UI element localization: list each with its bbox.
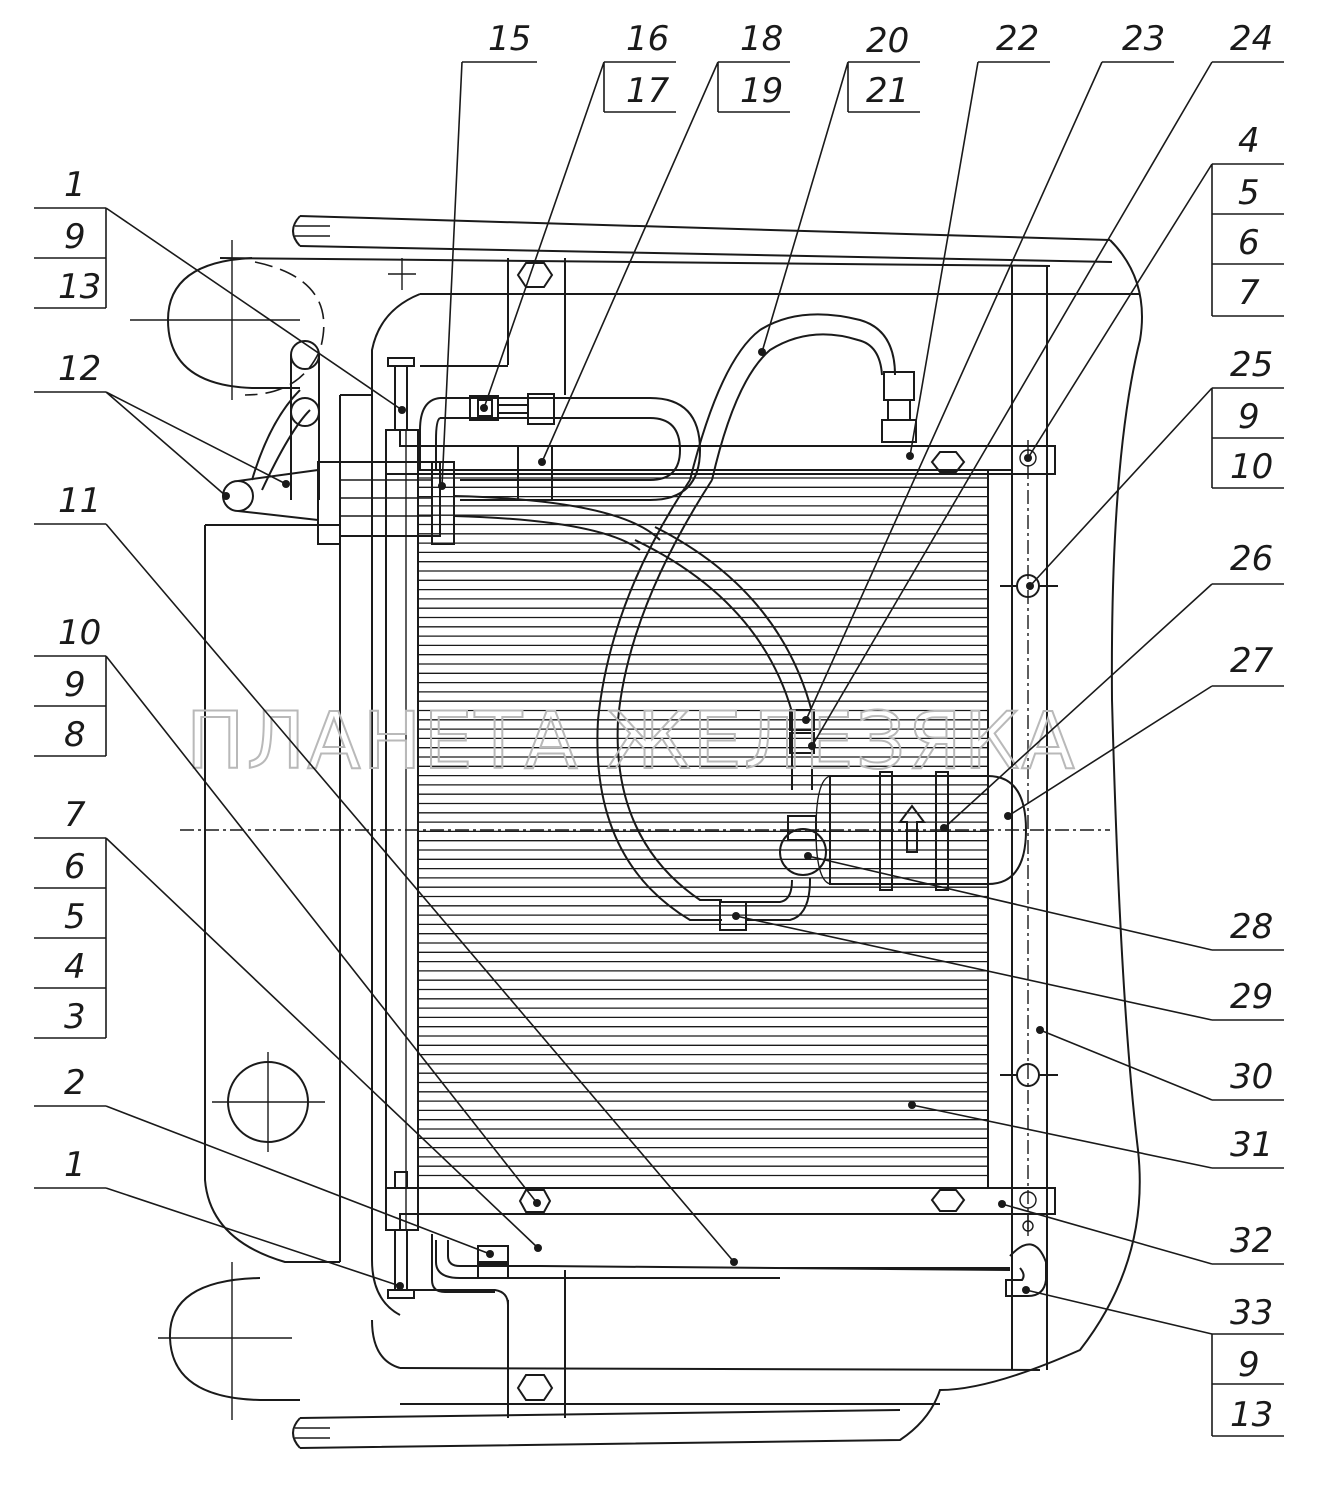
filter-drier-cylinder — [779, 771, 1028, 891]
callout-5-right: 5 — [1238, 173, 1260, 213]
bottom-bracket — [385, 449, 1056, 1231]
callout-7-right: 7 — [1238, 273, 1260, 313]
ac-hose — [596, 313, 917, 931]
callout-32: 32 — [1230, 1221, 1273, 1261]
callout-9-right-upper: 9 — [1238, 397, 1260, 437]
callout-30: 30 — [1230, 1057, 1273, 1097]
callout-25: 25 — [1230, 345, 1273, 385]
right-clamps — [1000, 574, 1058, 1087]
left-lower-hub — [158, 1262, 300, 1420]
callout-11: 11 — [58, 481, 101, 521]
callout-20: 20 — [866, 21, 909, 61]
callout-10-right: 10 — [1230, 447, 1273, 487]
callout-13-right: 13 — [1230, 1395, 1273, 1435]
callout-12: 12 — [58, 349, 101, 389]
callout-9-left-upper: 9 — [64, 217, 86, 257]
leader-dots — [222, 348, 1044, 1294]
callout-22: 22 — [996, 19, 1039, 59]
callout-16: 16 — [626, 19, 669, 59]
oil-cooler-coil — [419, 365, 702, 501]
callout-4-right: 4 — [1238, 121, 1260, 161]
callout-2: 2 — [64, 1063, 86, 1103]
callout-9-left-middle: 9 — [64, 665, 86, 705]
callout-21: 21 — [866, 71, 909, 111]
callout-8: 8 — [64, 715, 86, 755]
callout-9-right-lower: 9 — [1238, 1345, 1260, 1385]
callout-24: 24 — [1230, 19, 1273, 59]
bottom-pipes — [431, 1214, 1047, 1297]
receiver-drier — [317, 461, 455, 545]
callout-28: 28 — [1230, 907, 1273, 947]
callout-numbers: 15 16 17 18 19 20 21 22 23 24 4 5 6 7 25… — [58, 19, 1274, 1435]
callout-5-left: 5 — [64, 897, 86, 937]
upper-left-pipes — [222, 340, 661, 551]
callout-26: 26 — [1230, 539, 1273, 579]
callout-6-left: 6 — [64, 847, 86, 887]
callout-15: 15 — [488, 19, 531, 59]
callout-23: 23 — [1122, 19, 1165, 59]
callout-13-left: 13 — [58, 267, 101, 307]
callout-31: 31 — [1230, 1125, 1273, 1165]
left-side-port — [212, 1052, 325, 1152]
callout-10-left: 10 — [58, 613, 101, 653]
callout-3: 3 — [64, 997, 86, 1037]
outer-frame — [204, 215, 1143, 1449]
callout-4-left: 4 — [64, 947, 86, 987]
watermark-text: ПЛАНЕТА ЖЕЛЕЗЯКА — [186, 697, 1077, 787]
leader-lines — [34, 61, 1284, 1437]
callout-18: 18 — [740, 19, 783, 59]
callout-19: 19 — [740, 71, 783, 111]
callout-6-right: 6 — [1238, 223, 1260, 263]
top-bracket — [386, 429, 1056, 501]
callout-1-left-lower: 1 — [64, 1145, 86, 1185]
callout-33: 33 — [1230, 1293, 1273, 1333]
callout-7-left: 7 — [64, 795, 86, 835]
callout-1-left-upper: 1 — [64, 165, 86, 205]
left-upper-hub — [130, 240, 325, 400]
callout-29: 29 — [1230, 977, 1273, 1017]
callout-17: 17 — [626, 71, 670, 111]
left-bolts — [387, 357, 415, 1299]
callout-27: 27 — [1230, 641, 1274, 681]
